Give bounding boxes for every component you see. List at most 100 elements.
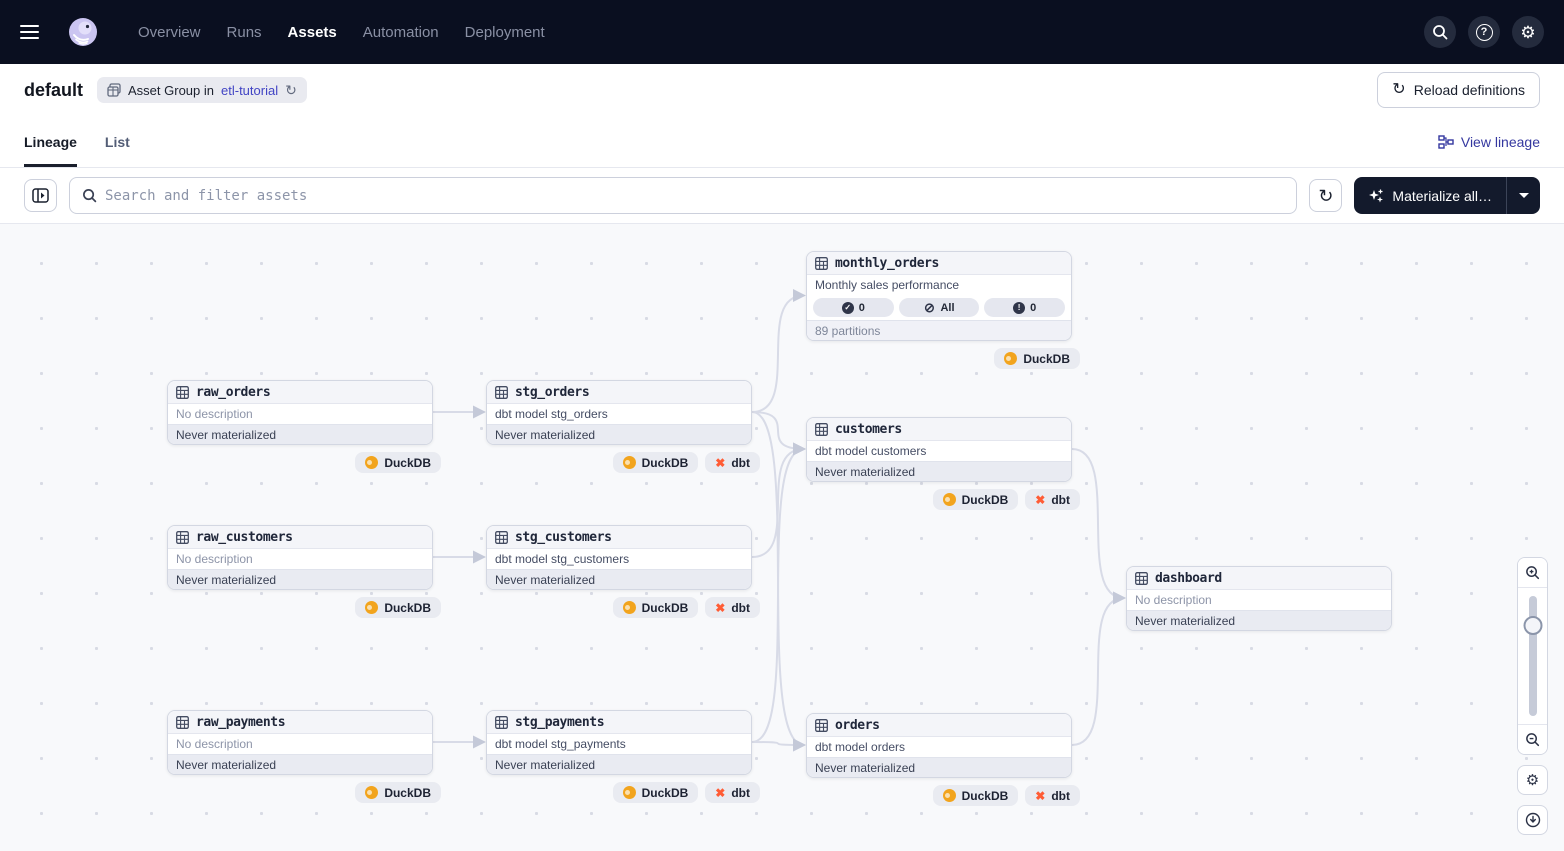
zoom-slider[interactable] bbox=[1518, 588, 1547, 724]
asset-status: Never materialized bbox=[168, 424, 432, 444]
asset-name: raw_payments bbox=[196, 715, 285, 730]
table-icon bbox=[176, 531, 189, 544]
kind-badge-duckdb[interactable]: DuckDB bbox=[355, 782, 441, 803]
refresh-button[interactable]: ↻ bbox=[1309, 179, 1342, 212]
kind-badge-duckdb[interactable]: DuckDB bbox=[613, 597, 699, 618]
nav-link-deployment[interactable]: Deployment bbox=[465, 24, 545, 41]
duckdb-icon bbox=[943, 493, 956, 506]
download-image-icon[interactable] bbox=[1517, 805, 1548, 835]
search-input[interactable] bbox=[105, 188, 1284, 204]
kind-badge-duckdb[interactable]: DuckDB bbox=[355, 597, 441, 618]
asset-node-raw_orders[interactable]: raw_orders No descriptionNever materializ… bbox=[167, 380, 433, 445]
kind-badge-duckdb[interactable]: DuckDB bbox=[355, 452, 441, 473]
asset-node-orders[interactable]: ordersdbt model ordersNever materialized bbox=[806, 713, 1072, 778]
nav-link-runs[interactable]: Runs bbox=[227, 24, 262, 41]
nav-link-assets[interactable]: Assets bbox=[288, 24, 337, 41]
search-icon[interactable] bbox=[1424, 16, 1456, 48]
kind-badge-duckdb[interactable]: DuckDB bbox=[613, 452, 699, 473]
view-lineage-link[interactable]: View lineage bbox=[1438, 134, 1540, 150]
asset-node-stg_orders[interactable]: stg_ordersdbt model stg_ordersNever mate… bbox=[486, 380, 752, 445]
asset-description: No description bbox=[168, 404, 432, 424]
table-icon bbox=[815, 257, 828, 270]
kind-badge-dbt[interactable]: ✖dbt bbox=[705, 597, 760, 618]
asset-status: Never materialized bbox=[168, 754, 432, 774]
help-icon[interactable]: ? bbox=[1468, 16, 1500, 48]
asset-name: raw_orders bbox=[196, 385, 270, 400]
kind-badge-row: DuckDB bbox=[165, 782, 441, 803]
asset-status: Never materialized bbox=[487, 754, 751, 774]
kind-badge-dbt[interactable]: ✖dbt bbox=[1025, 785, 1080, 806]
exclaim-circle-icon: ! bbox=[1013, 302, 1025, 314]
asset-node-raw_payments[interactable]: raw_paymentsNo descriptionNever material… bbox=[167, 710, 433, 775]
kind-badge-dbt[interactable]: ✖dbt bbox=[705, 782, 760, 803]
duckdb-icon bbox=[365, 786, 378, 799]
lineage-edge-orders-to-dashboard bbox=[1072, 598, 1124, 745]
asset-status: Never materialized bbox=[487, 569, 751, 589]
asset-node-header: orders bbox=[807, 714, 1071, 737]
table-icon bbox=[495, 531, 508, 544]
duckdb-icon bbox=[623, 601, 636, 614]
kind-badge-row: DuckDB bbox=[165, 597, 441, 618]
zoom-slider-handle[interactable] bbox=[1523, 616, 1542, 635]
asset-description: dbt model stg_orders bbox=[487, 404, 751, 424]
dbt-icon: ✖ bbox=[1035, 494, 1045, 506]
reload-location-icon[interactable]: ↻ bbox=[285, 83, 297, 97]
materialize-split-button: Materialize all… bbox=[1354, 177, 1540, 214]
asset-description: dbt model stg_customers bbox=[487, 549, 751, 569]
canvas-settings-icon[interactable]: ⚙ bbox=[1517, 765, 1548, 795]
settings-icon[interactable]: ⚙ bbox=[1512, 16, 1544, 48]
kind-badge-dbt[interactable]: ✖dbt bbox=[1025, 489, 1080, 510]
search-field-icon bbox=[82, 188, 97, 203]
check-circle-icon: ✓ bbox=[842, 302, 854, 314]
kind-badge-row: DuckDB ✖dbt bbox=[804, 489, 1080, 510]
duckdb-icon bbox=[943, 789, 956, 802]
nav-link-overview[interactable]: Overview bbox=[138, 24, 201, 41]
hamburger-menu-icon[interactable] bbox=[20, 18, 48, 46]
asset-group-label: Asset Group in bbox=[128, 83, 214, 98]
lineage-edge-stg_orders-to-monthly_orders bbox=[752, 296, 804, 413]
asset-node-stg_customers[interactable]: stg_customersdbt model stg_customersNeve… bbox=[486, 525, 752, 590]
etl-tutorial-link[interactable]: etl-tutorial bbox=[221, 83, 278, 98]
table-icon bbox=[1135, 572, 1148, 585]
tabs: Lineage List bbox=[24, 116, 130, 167]
kind-badge-row: DuckDB ✖dbt bbox=[484, 597, 760, 618]
kind-badge-duckdb[interactable]: DuckDB bbox=[994, 348, 1080, 369]
asset-node-monthly_orders[interactable]: monthly_ordersMonthly sales performance ✓… bbox=[806, 251, 1072, 341]
asset-node-header: stg_payments bbox=[487, 711, 751, 734]
materialize-all-button[interactable]: Materialize all… bbox=[1354, 177, 1506, 214]
asset-description: Monthly sales performance bbox=[807, 275, 1071, 295]
zoom-out-icon[interactable] bbox=[1518, 724, 1547, 754]
asset-node-stg_payments[interactable]: stg_paymentsdbt model stg_paymentsNever … bbox=[486, 710, 752, 775]
dagster-logo[interactable] bbox=[68, 17, 98, 47]
partition-pill: ✓0 bbox=[813, 298, 894, 317]
table-icon bbox=[495, 716, 508, 729]
page-header: default Asset Group in etl-tutorial ↻ ↻ … bbox=[0, 64, 1564, 116]
asset-description: dbt model customers bbox=[807, 441, 1071, 461]
tab-lineage[interactable]: Lineage bbox=[24, 116, 77, 167]
tab-list[interactable]: List bbox=[105, 116, 130, 167]
kind-badge-duckdb[interactable]: DuckDB bbox=[933, 785, 1019, 806]
lineage-edge-stg_orders-to-customers bbox=[752, 412, 804, 449]
asset-node-raw_customers[interactable]: raw_customersNo descriptionNever materia… bbox=[167, 525, 433, 590]
table-icon bbox=[815, 423, 828, 436]
kind-badge-duckdb[interactable]: DuckDB bbox=[933, 489, 1019, 510]
kind-badge-duckdb[interactable]: DuckDB bbox=[613, 782, 699, 803]
reload-definitions-button[interactable]: ↻ Reload definitions bbox=[1377, 72, 1540, 108]
canvas-controls: ⚙ bbox=[1517, 557, 1548, 835]
dbt-icon: ✖ bbox=[715, 602, 725, 614]
zoom-in-icon[interactable] bbox=[1518, 558, 1547, 588]
table-icon bbox=[495, 386, 508, 399]
asset-status: Never materialized bbox=[487, 424, 751, 444]
lineage-canvas[interactable]: monthly_ordersMonthly sales performance ✓… bbox=[0, 224, 1564, 851]
top-nav: Overview Runs Assets Automation Deployment ?… bbox=[0, 0, 1564, 64]
asset-node-dashboard[interactable]: dashboardNo descriptionNever materialize… bbox=[1126, 566, 1392, 631]
asset-node-customers[interactable]: customersdbt model customersNever materi… bbox=[806, 417, 1072, 482]
asset-group-badge: Asset Group in etl-tutorial ↻ bbox=[97, 77, 307, 103]
kind-badge-dbt[interactable]: ✖dbt bbox=[705, 452, 760, 473]
asset-node-header: monthly_orders bbox=[807, 252, 1071, 275]
panel-toggle-icon[interactable] bbox=[24, 179, 57, 212]
nav-link-automation[interactable]: Automation bbox=[363, 24, 439, 41]
table-icon bbox=[815, 719, 828, 732]
asset-name: stg_customers bbox=[515, 530, 612, 545]
materialize-dropdown-button[interactable] bbox=[1506, 177, 1540, 214]
